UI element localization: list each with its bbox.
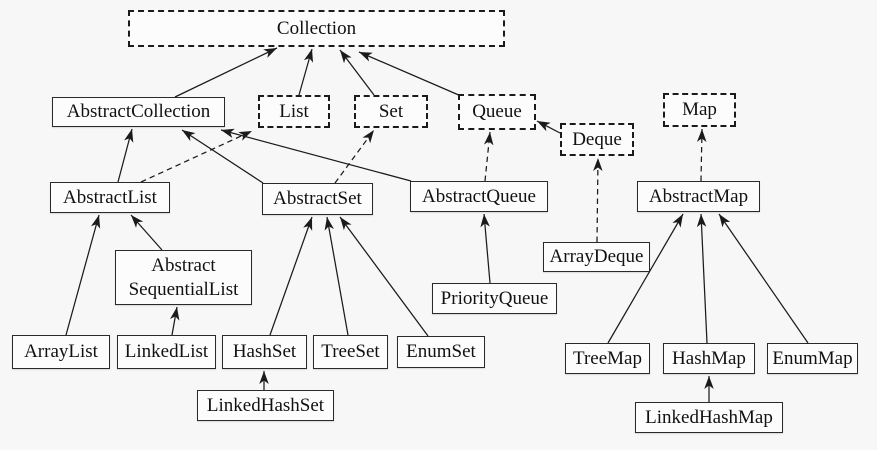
node-hash-map: HashMap <box>663 343 755 374</box>
node-label: TreeMap <box>573 347 642 369</box>
edge-abstract-set-to-abstract-collection <box>181 129 264 184</box>
node-enum-map: EnumMap <box>767 343 858 374</box>
node-map: Map <box>663 93 736 127</box>
edge-list-to-collection <box>298 48 314 96</box>
node-label: EnumSet <box>406 341 476 362</box>
node-label: AbstractMap <box>648 185 749 207</box>
node-array-list: ArrayList <box>12 335 110 369</box>
node-priority-queue: PriorityQueue <box>432 283 557 314</box>
node-label: LinkedHashSet <box>206 394 325 416</box>
node-label: Set <box>378 100 404 122</box>
edge-priority-queue-to-abstract-queue <box>480 213 491 284</box>
node-linked-hash-map: LinkedHashMap <box>635 402 783 433</box>
node-label: TreeSet <box>321 341 380 362</box>
edge-hash-set-to-abstract-set <box>269 216 313 336</box>
node-label: Collection <box>276 17 357 39</box>
node-label: ArrayDeque <box>549 246 644 267</box>
node-label: AbstractList <box>63 186 157 208</box>
node-abstract-list: AbstractList <box>50 182 170 213</box>
node-tree-set: TreeSet <box>313 335 388 369</box>
node-label: Queue <box>472 101 522 122</box>
node-label: EnumMap <box>772 347 853 369</box>
node-abstract-sequential-list: Abstract SequentialList <box>115 250 252 305</box>
node-label: Map <box>682 99 717 120</box>
node-label: Abstract SequentialList <box>128 254 239 300</box>
node-label: ArrayList <box>24 341 98 362</box>
node-label: PriorityQueue <box>440 287 549 309</box>
node-label: List <box>279 100 309 122</box>
edge-deque-to-queue <box>536 120 561 134</box>
node-linked-list: LinkedList <box>117 335 216 369</box>
node-abstract-queue: AbstractQueue <box>410 181 548 212</box>
edge-array-deque-to-deque <box>593 157 603 243</box>
edge-abstract-sequential-list-to-abstract-list <box>130 214 163 251</box>
edge-tree-set-to-abstract-set <box>324 216 349 336</box>
edge-abstract-list-to-abstract-collection <box>117 128 134 183</box>
edge-tree-map-to-abstract-map <box>607 213 684 344</box>
node-queue: Queue <box>458 94 536 130</box>
node-abstract-collection: AbstractCollection <box>52 97 225 127</box>
edge-abstract-list-to-list <box>140 130 253 183</box>
node-linked-hash-set: LinkedHashSet <box>197 390 334 421</box>
edge-enum-map-to-abstract-map <box>718 213 809 344</box>
node-label: LinkedList <box>124 341 209 362</box>
edge-abstract-set-to-set <box>334 129 375 184</box>
node-enum-set: EnumSet <box>397 336 485 368</box>
node-array-deque: ArrayDeque <box>543 242 650 272</box>
edge-linked-list-to-abstract-sequential-list <box>170 306 180 336</box>
node-label: AbstractSet <box>273 188 362 209</box>
node-tree-map: TreeMap <box>565 343 650 374</box>
node-abstract-set: AbstractSet <box>262 183 373 215</box>
edge-abstract-queue-to-queue <box>483 131 494 182</box>
edge-queue-to-collection <box>358 51 462 97</box>
node-list: List <box>258 95 330 128</box>
node-label: AbstractQueue <box>422 185 536 207</box>
node-hash-set: HashSet <box>222 335 307 369</box>
node-label: AbstractCollection <box>66 101 211 122</box>
edge-abstract-map-to-map <box>696 128 707 182</box>
edge-abstract-collection-to-collection <box>174 47 278 98</box>
edge-enum-set-to-abstract-set <box>339 216 429 337</box>
edge-array-list-to-abstract-list <box>65 214 101 336</box>
node-set: Set <box>354 95 428 128</box>
node-label: HashMap <box>672 347 746 369</box>
node-deque: Deque <box>560 123 634 156</box>
edge-abstract-queue-to-abstract-collection <box>220 128 412 182</box>
node-collection: Collection <box>128 10 505 47</box>
node-label: LinkedHashMap <box>645 406 773 428</box>
node-label: HashSet <box>232 341 297 362</box>
edge-hash-map-to-abstract-map <box>696 213 708 344</box>
node-label: Deque <box>572 128 622 150</box>
node-abstract-map: AbstractMap <box>637 181 760 212</box>
edge-set-to-collection <box>339 49 375 96</box>
